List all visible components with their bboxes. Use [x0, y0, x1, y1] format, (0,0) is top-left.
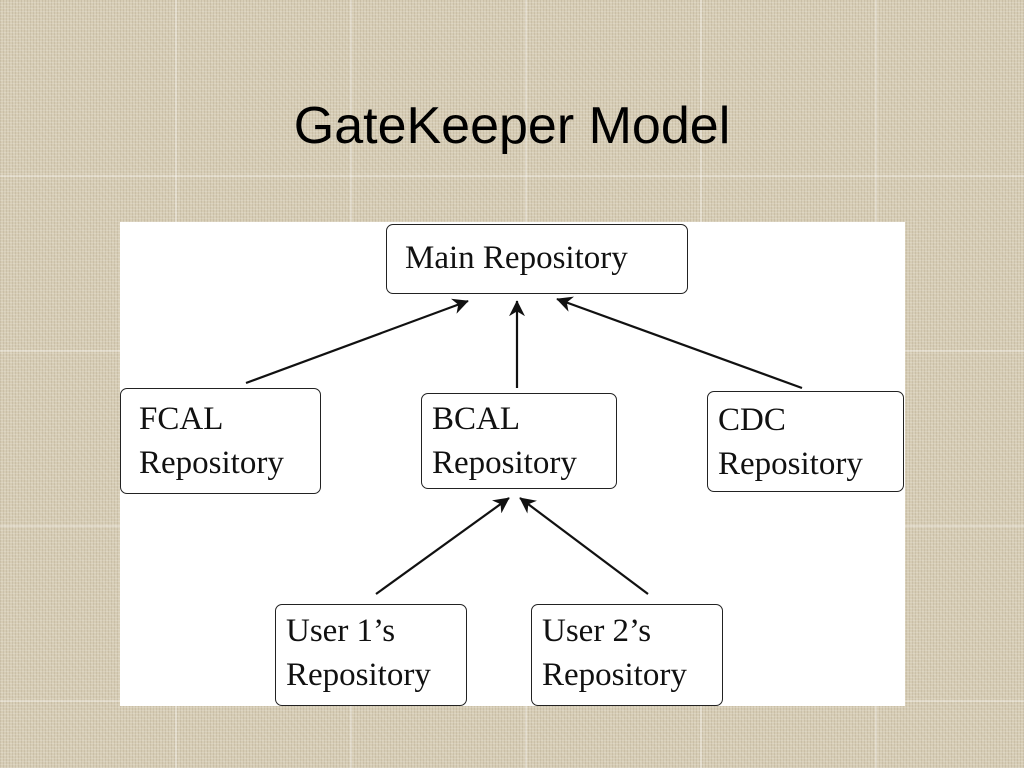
- slide-title: GateKeeper Model: [293, 97, 731, 155]
- node-label: Repository: [542, 657, 687, 693]
- diagram-arrows: [245, 296, 803, 595]
- node-label: User 1’s: [286, 613, 396, 649]
- diagram-panel: Main Repository FCAL Repository BCAL Rep…: [120, 222, 905, 706]
- node-label: BCAL: [432, 401, 521, 437]
- node-label: CDC: [718, 402, 786, 438]
- node-label: FCAL: [139, 401, 224, 437]
- bcal-repository-node: BCAL Repository: [421, 393, 617, 489]
- user1-repository-node: User 1’s Repository: [275, 604, 467, 706]
- node-label: User 2’s: [542, 613, 652, 649]
- node-label: Main Repository: [405, 240, 628, 276]
- arrow-cdc-to-main: [556, 296, 803, 390]
- node-label: Repository: [139, 445, 284, 481]
- cdc-repository-node: CDC Repository: [707, 391, 904, 492]
- arrow-fcal-to-main: [245, 298, 469, 385]
- arrow-user1-to-bcal: [375, 497, 510, 595]
- node-label: Repository: [286, 657, 431, 693]
- arrow-user2-to-bcal: [519, 497, 649, 595]
- fcal-repository-node: FCAL Repository: [120, 388, 321, 494]
- background-seam: [0, 175, 1024, 177]
- main-repository-node: Main Repository: [386, 224, 688, 294]
- user2-repository-node: User 2’s Repository: [531, 604, 723, 706]
- node-label: Repository: [432, 445, 577, 481]
- node-label: Repository: [718, 446, 863, 482]
